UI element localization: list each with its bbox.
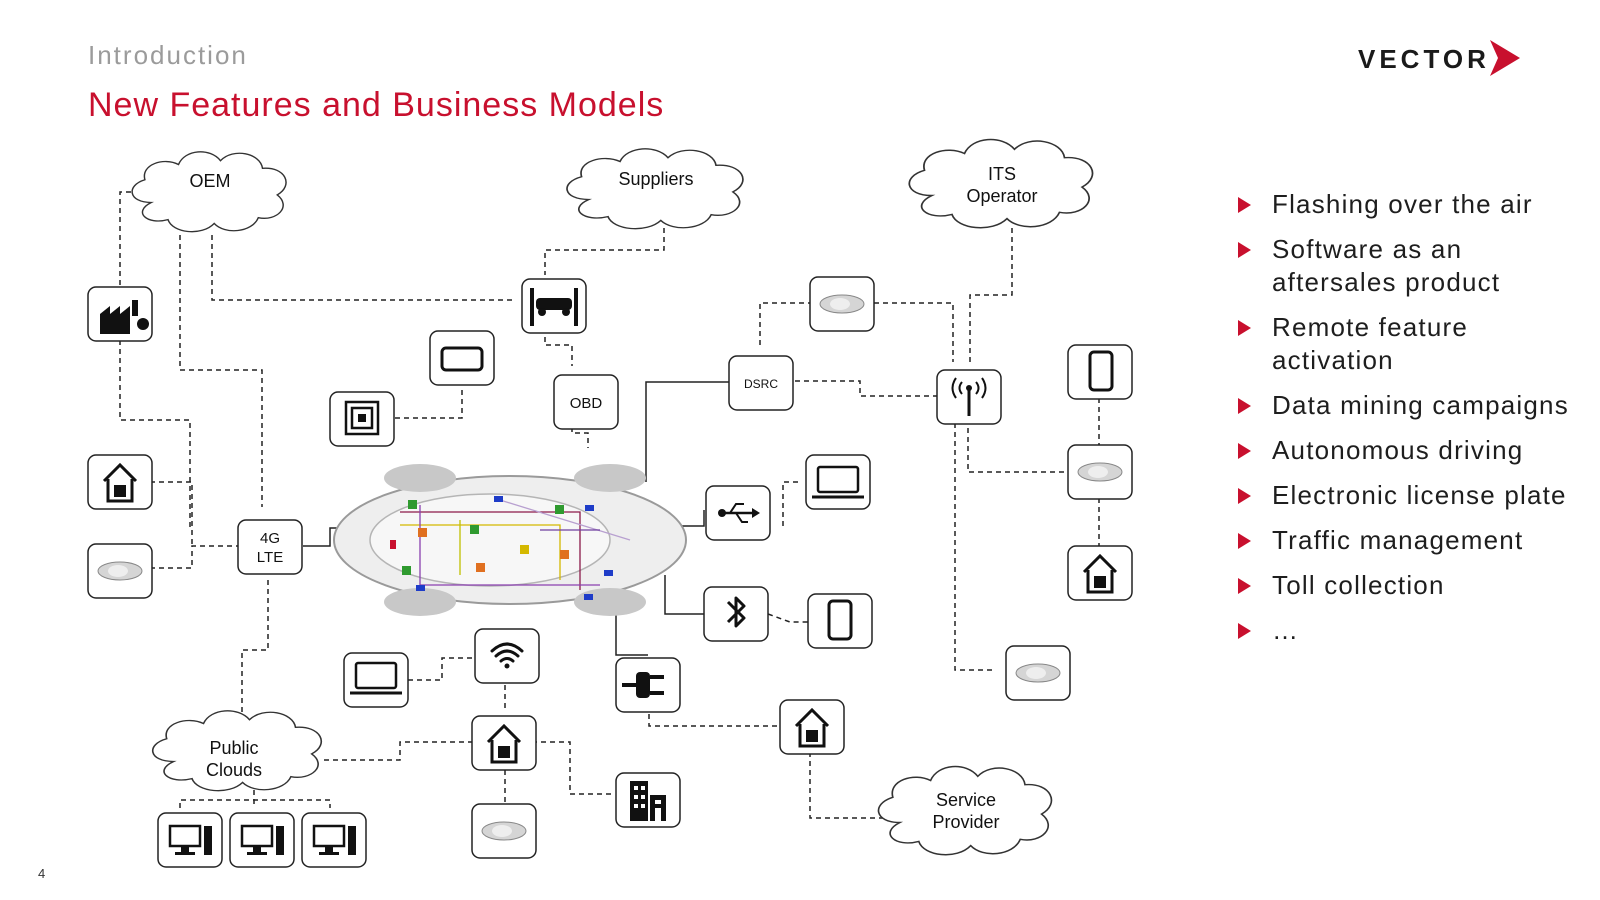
laptop-icon-bottom [343, 652, 409, 708]
svg-text:Clouds: Clouds [206, 760, 262, 780]
car-top-icon-lower-right [1005, 645, 1071, 701]
svg-text:Operator: Operator [966, 186, 1037, 206]
bullet-item: … [1238, 614, 1578, 647]
usb-icon [705, 485, 771, 541]
svg-text:ITS: ITS [988, 164, 1016, 184]
feature-bullet-list: Flashing over the air Software as an aft… [1238, 188, 1578, 659]
suppliers-cloud: Suppliers [566, 147, 744, 230]
public-clouds-cloud: Public Clouds [151, 710, 323, 792]
bullet-text: … [1272, 615, 1300, 645]
svg-text:LTE: LTE [257, 549, 283, 566]
bullet-arrow-icon [1238, 533, 1251, 549]
svg-text:Provider: Provider [932, 812, 999, 832]
bullet-item: Toll collection [1238, 569, 1578, 602]
page-title: New Features and Business Models [88, 86, 665, 124]
logo-text: VECTOR [1358, 44, 1490, 74]
obd-box: OBD [553, 374, 619, 430]
service-provider-cloud: Service Provider [877, 765, 1053, 856]
bullet-arrow-icon [1238, 578, 1251, 594]
bullet-text: Remote feature activation [1272, 312, 1469, 375]
bullet-arrow-icon [1238, 242, 1251, 258]
wifi-icon [474, 628, 540, 684]
building-icon [615, 772, 681, 828]
svg-text:Public: Public [209, 738, 258, 758]
page-number: 4 [38, 866, 46, 881]
svg-text:Service: Service [936, 790, 996, 810]
bullet-item: Data mining campaigns [1238, 389, 1578, 422]
phone-icon-bottom [807, 593, 873, 649]
bullet-arrow-icon [1238, 197, 1251, 213]
computer-icon-2 [229, 812, 295, 868]
bullet-arrow-icon [1238, 398, 1251, 414]
bullet-item: Autonomous driving [1238, 434, 1578, 467]
car-top-icon-left [87, 543, 153, 599]
bullet-arrow-icon [1238, 488, 1251, 504]
house-icon-bottom [471, 715, 537, 771]
laptop-icon-right [805, 454, 871, 510]
svg-text:4G: 4G [260, 530, 280, 547]
bullet-text: Data mining campaigns [1272, 390, 1569, 420]
bullet-text: Flashing over the air [1272, 189, 1533, 219]
svg-text:OEM: OEM [189, 171, 230, 191]
bullet-text: Electronic license plate [1272, 480, 1567, 510]
bullet-item: Electronic license plate [1238, 479, 1578, 512]
car-image [333, 464, 687, 616]
plug-icon [615, 657, 681, 713]
bluetooth-icon [703, 586, 769, 642]
computer-icon-1 [157, 812, 223, 868]
antenna-icon [936, 369, 1002, 425]
bullet-item: Traffic management [1238, 524, 1578, 557]
dsrc-box: DSRC [728, 355, 794, 411]
tablet-icon [429, 330, 495, 386]
bullet-text: Autonomous driving [1272, 435, 1524, 465]
bullet-text: Software as an aftersales product [1272, 234, 1501, 297]
solid-lines [303, 381, 733, 656]
connection-lines [119, 191, 1100, 819]
oem-cloud: OEM [131, 151, 287, 233]
bullet-arrow-icon [1238, 320, 1251, 336]
car-top-icon-bottom [471, 803, 537, 859]
car-lift-icon [521, 278, 587, 334]
factory-icon [87, 286, 153, 342]
house-icon-right [1067, 545, 1133, 601]
svg-text:Suppliers: Suppliers [618, 169, 693, 189]
car-top-icon [809, 276, 875, 332]
phone-icon-right [1067, 344, 1133, 400]
bullet-text: Traffic management [1272, 525, 1524, 555]
its-operator-cloud: ITS Operator [908, 138, 1094, 229]
bullet-arrow-icon [1238, 443, 1251, 459]
house-icon-bottom-right [779, 699, 845, 755]
logo-chevron-icon [1490, 40, 1520, 76]
bullet-arrow-icon [1238, 623, 1251, 639]
svg-text:DSRC: DSRC [744, 377, 778, 391]
computer-icon-3 [301, 812, 367, 868]
chip-icon [329, 391, 395, 447]
section-title: Introduction [88, 40, 248, 70]
bullet-text: Toll collection [1272, 570, 1445, 600]
vector-logo: VECTOR [1358, 38, 1528, 78]
house-icon-left [87, 454, 153, 510]
svg-text:OBD: OBD [570, 395, 603, 412]
lte-box: 4G LTE [237, 519, 303, 575]
bullet-item: Remote feature activation [1238, 311, 1578, 377]
car-top-icon-right [1067, 444, 1133, 500]
bullet-item: Flashing over the air [1238, 188, 1578, 221]
bullet-item: Software as an aftersales product [1238, 233, 1578, 299]
